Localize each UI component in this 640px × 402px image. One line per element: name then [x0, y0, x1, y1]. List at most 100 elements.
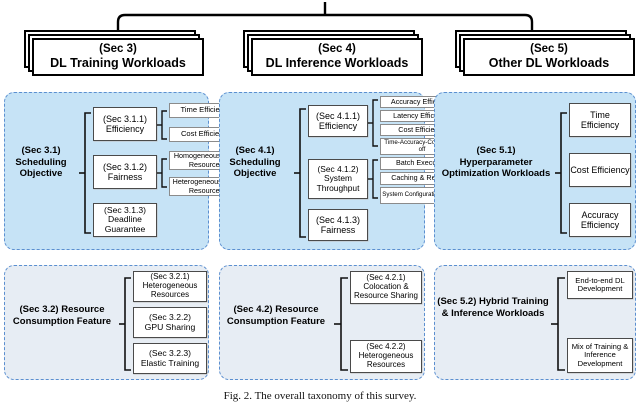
node-name: Heterogeneous Resources: [142, 281, 198, 299]
node-name: Fairness: [107, 172, 143, 182]
panel-sec-5-1: (Sec 5.1) Hyperparameter Optimization Wo…: [434, 92, 636, 250]
leaf-mix-of-training-and-inference-development[interactable]: Mix of Training & Inference Development: [567, 338, 633, 373]
bracket-sec-5-1-root: [555, 112, 567, 234]
leaf-label: System Configuration Tuning: [382, 191, 462, 199]
panel-sec-5-1-root-label: (Sec 5.1) Hyperparameter Optimization Wo…: [439, 145, 553, 180]
header-title-label: Other DL Workloads: [488, 56, 610, 71]
root-line1: Scheduling: [229, 156, 281, 168]
panel-sec-3-2-root-label: (Sec 3.2) Resource Consumption Feature: [7, 304, 117, 327]
bracket-sec-3-1-2: [157, 158, 167, 188]
header-card-front: (Sec 4) DL Inference Workloads: [251, 38, 423, 76]
leaf-label: Homogeneous GPU Resources: [173, 151, 239, 169]
header-card-sec5[interactable]: (Sec 5) Other DL Workloads: [455, 30, 635, 76]
bracket-sec-3-1-root: [79, 112, 91, 234]
root-line2: Consumption Feature: [12, 315, 112, 327]
header-section-label: (Sec 3): [99, 42, 137, 55]
root-line2: Training & Inference: [441, 296, 549, 319]
leaf-label: End-to-end DL Development: [575, 275, 625, 293]
node-name: Colocation & Resource Sharing: [353, 282, 419, 300]
root-line1: Scheduling: [15, 156, 67, 168]
root-section: (Sec 5.2): [437, 296, 477, 307]
node-sec-4-1-1[interactable]: (Sec 4.1.1) Efficiency: [308, 105, 368, 137]
leaf-label: Cost Efficiency: [180, 129, 232, 139]
bracket-sec-3-1-1: [157, 110, 167, 140]
node-sec-4-1-3[interactable]: (Sec 4.1.3) Fairness: [308, 209, 368, 241]
root-line1: Hybrid: [479, 296, 510, 307]
root-section: (Sec 4.1): [235, 145, 275, 156]
node-sec-4-1-2[interactable]: (Sec 4.1.2) System Throughput: [308, 159, 368, 199]
leaf-label: Cost Efficiency: [570, 164, 630, 175]
bracket-sec-3-2-root: [119, 277, 131, 371]
node-section: (Sec 3.2.1): [150, 272, 190, 282]
leaf-label: Heterogeneous GPU Resources: [172, 177, 240, 195]
node-sec-3-1-2[interactable]: (Sec 3.1.2) Fairness: [93, 155, 157, 189]
node-sec-4-2-1[interactable]: (Sec 4.2.1) Colocation & Resource Sharin…: [350, 271, 422, 304]
root-section: (Sec 4.2): [233, 304, 273, 315]
root-line2: Consumption Feature: [226, 315, 326, 327]
leaf-label: Accuracy Efficiency: [390, 96, 454, 106]
root-section: (Sec 3.2): [19, 304, 59, 315]
bracket-sec-4-1-root: [294, 108, 306, 238]
bracket-sec-4-1-2: [368, 159, 378, 199]
root-line1: Resource: [275, 304, 319, 315]
header-section-label: (Sec 5): [530, 42, 568, 55]
root-line3: Workloads: [496, 307, 545, 319]
leaf-label: Mix of Training & Inference Development: [571, 341, 629, 368]
node-sec-4-2-2[interactable]: (Sec 4.2.2) Heterogeneous Resources: [350, 340, 422, 373]
header-title-label: DL Inference Workloads: [265, 56, 409, 71]
leaf-time-efficiency[interactable]: Time Efficiency: [569, 103, 631, 137]
node-sec-3-1-1[interactable]: (Sec 3.1.1) Efficiency: [93, 107, 157, 141]
leaf-label: Time Efficiency: [580, 109, 620, 130]
node-section: (Sec 3.2.3): [148, 347, 192, 358]
leaf-accuracy-efficiency[interactable]: Accuracy Efficiency: [569, 203, 631, 237]
header-card-sec4[interactable]: (Sec 4) DL Inference Workloads: [243, 30, 423, 76]
root-line1: Resource: [61, 304, 105, 315]
leaf-label: Time Efficiency: [180, 105, 232, 115]
node-section: (Sec 3.1.1): [102, 113, 148, 124]
node-sec-3-1-3[interactable]: (Sec 3.1.3) Deadline Guarantee: [93, 203, 157, 237]
panel-sec-5-2-root-label: (Sec 5.2) Hybrid Training & Inference Wo…: [437, 296, 549, 319]
node-name: Fairness: [320, 225, 356, 235]
root-section: (Sec 5.1): [476, 145, 516, 156]
node-section: (Sec 3.1.3): [103, 204, 147, 215]
leaf-label: Caching & Reusing: [391, 173, 453, 183]
root-line2: Objective: [19, 168, 63, 180]
node-name: Elastic Training: [140, 357, 200, 368]
panel-sec-5-2: (Sec 5.2) Hybrid Training & Inference Wo…: [434, 265, 636, 380]
node-name: System Throughput: [316, 173, 360, 193]
header-title-label: DL Training Workloads: [50, 56, 186, 71]
node-sec-3-2-2[interactable]: (Sec 3.2.2) GPU Sharing: [133, 307, 207, 338]
node-section: (Sec 4.1.1): [315, 110, 361, 121]
bracket-sec-4-2-root: [334, 277, 348, 371]
node-sec-3-2-1[interactable]: (Sec 3.2.1) Heterogeneous Resources: [133, 271, 207, 302]
leaf-cost-efficiency[interactable]: Cost Efficiency: [569, 153, 631, 187]
panel-sec-3-2: (Sec 3.2) Resource Consumption Feature (…: [4, 265, 209, 380]
leaf-label: Accuracy Efficiency: [580, 209, 620, 230]
root-line2: Objective: [233, 168, 277, 180]
leaf-end-to-end-dl-development[interactable]: End-to-end DL Development: [567, 271, 633, 299]
node-name: Deadline Guarantee: [104, 214, 146, 234]
leaf-label: Time-Accuracy-Cost Trade-off: [384, 138, 460, 153]
bracket-sec-4-1-1: [368, 99, 378, 147]
leaf-label: Cost Efficiency: [398, 124, 446, 134]
root-connector: [116, 2, 534, 32]
node-section: (Sec 3.2.2): [148, 311, 192, 322]
bracket-sec-5-2-root: [551, 277, 565, 371]
header-card-front: (Sec 5) Other DL Workloads: [463, 38, 635, 76]
header-section-label: (Sec 4): [318, 42, 356, 55]
header-card-sec3[interactable]: (Sec 3) DL Training Workloads: [24, 30, 204, 76]
node-section: (Sec 3.1.2): [102, 161, 148, 172]
figure-caption: Fig. 2. The overall taxonomy of this sur…: [223, 390, 417, 402]
root-line1: Hyperparameter: [459, 156, 533, 168]
node-section: (Sec 4.1.2): [317, 163, 359, 174]
panel-sec-4-2-root-label: (Sec 4.2) Resource Consumption Feature: [220, 304, 332, 327]
panel-sec-3-1-root-label: (Sec 3.1) Scheduling Objective: [7, 145, 75, 180]
header-card-front: (Sec 3) DL Training Workloads: [32, 38, 204, 76]
node-name: GPU Sharing: [144, 321, 196, 332]
panel-sec-4-2: (Sec 4.2) Resource Consumption Feature (…: [219, 265, 425, 380]
node-section: (Sec 4.2.1): [366, 273, 406, 283]
leaf-label: Latency Efficiency: [393, 110, 451, 120]
node-sec-3-2-3[interactable]: (Sec 3.2.3) Elastic Training: [133, 343, 207, 374]
leaf-label: Batch Execution: [396, 158, 448, 168]
